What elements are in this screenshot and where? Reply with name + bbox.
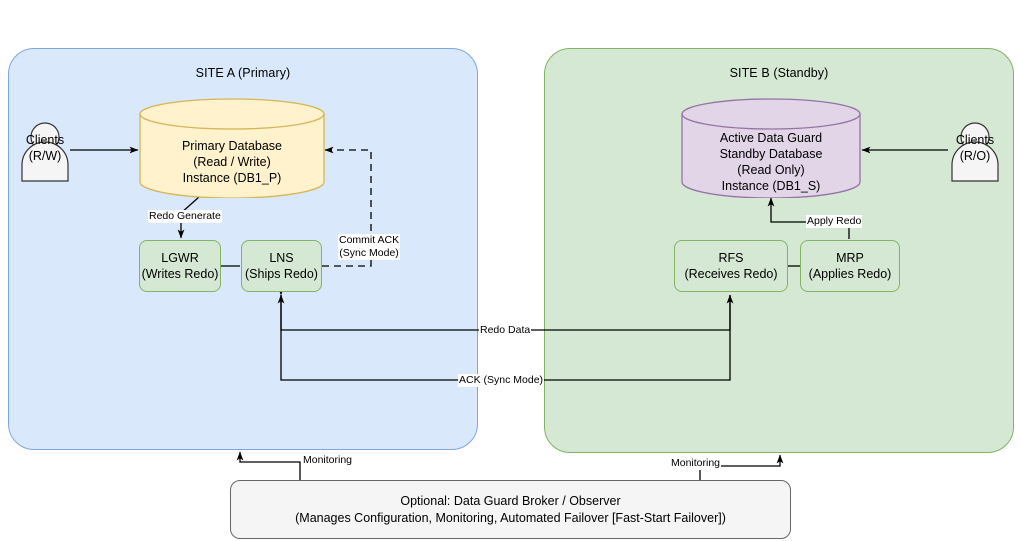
cylinder-icon: [681, 98, 861, 198]
clients-rw-line2: (R/W): [28, 149, 62, 163]
mrp-process-box[interactable]: MRP (Applies Redo): [800, 240, 900, 292]
lns-line2: (Ships Redo): [245, 267, 318, 281]
label-ack-sync-mode: ACK (Sync Mode): [458, 374, 545, 387]
lgwr-line2: (Writes Redo): [141, 267, 219, 281]
mrp-line2: (Applies Redo): [808, 267, 892, 281]
broker-line1: Optional: Data Guard Broker / Observer: [400, 493, 621, 508]
edge-broker-monitoring-site-a: [236, 451, 301, 480]
site-a-title: SITE A (Primary): [195, 66, 291, 80]
broker-line2: (Manages Configuration, Monitoring, Auto…: [295, 510, 726, 525]
label-monitoring-right: Monitoring: [670, 457, 722, 470]
label-redo-generate: Redo Generate: [148, 210, 222, 223]
standby-db-line3: (Read Only): [737, 163, 805, 177]
clients-rw-actor[interactable]: Clients (R/W): [18, 120, 72, 182]
label-redo-data: Redo Data: [479, 324, 532, 337]
standby-db-line2: Standby Database: [719, 147, 823, 161]
cylinder-icon: [139, 98, 325, 198]
clients-ro-line2: (R/O): [959, 149, 991, 163]
actor-icon: [951, 122, 999, 182]
rfs-line1: RFS: [718, 251, 744, 265]
clients-ro-line1: Clients: [955, 133, 995, 147]
edge-ack-sync-mode: [277, 294, 731, 381]
commit-ack-line1: Commit ACK: [339, 234, 400, 246]
lns-line1: LNS: [269, 251, 294, 265]
lgwr-process-box[interactable]: LGWR (Writes Redo): [139, 240, 221, 292]
mrp-line1: MRP: [836, 251, 864, 265]
clients-rw-line1: Clients: [25, 133, 65, 147]
data-guard-broker-box[interactable]: Optional: Data Guard Broker / Observer (…: [230, 480, 791, 539]
edge-broker-monitoring-site-b: [699, 454, 784, 480]
rfs-line2: (Receives Redo): [684, 267, 778, 281]
primary-database-cylinder[interactable]: Primary Database (Read / Write) Instance…: [139, 98, 325, 198]
label-commit-ack: Commit ACK (Sync Mode): [338, 234, 401, 260]
standby-database-cylinder[interactable]: Active Data Guard Standby Database (Read…: [681, 98, 861, 198]
label-apply-redo: Apply Redo: [806, 215, 863, 228]
lns-process-box[interactable]: LNS (Ships Redo): [241, 240, 322, 292]
primary-db-line3: Instance (DB1_P): [182, 171, 282, 185]
site-b-title: SITE B (Standby): [729, 66, 829, 80]
standby-db-line4: Instance (DB1_S): [721, 179, 821, 193]
actor-icon: [21, 122, 69, 182]
primary-db-line1: Primary Database: [181, 139, 283, 153]
clients-ro-actor[interactable]: Clients (R/O): [948, 120, 1002, 182]
lgwr-line1: LGWR: [161, 251, 199, 265]
edge-lns-commit-ack-to-primary: [322, 146, 372, 267]
standby-db-line1: Active Data Guard: [719, 131, 823, 145]
label-monitoring-left: Monitoring: [302, 454, 354, 467]
rfs-process-box[interactable]: RFS (Receives Redo): [674, 240, 788, 292]
commit-ack-line2: (Sync Mode): [339, 247, 399, 259]
primary-db-line2: (Read / Write): [193, 155, 271, 169]
